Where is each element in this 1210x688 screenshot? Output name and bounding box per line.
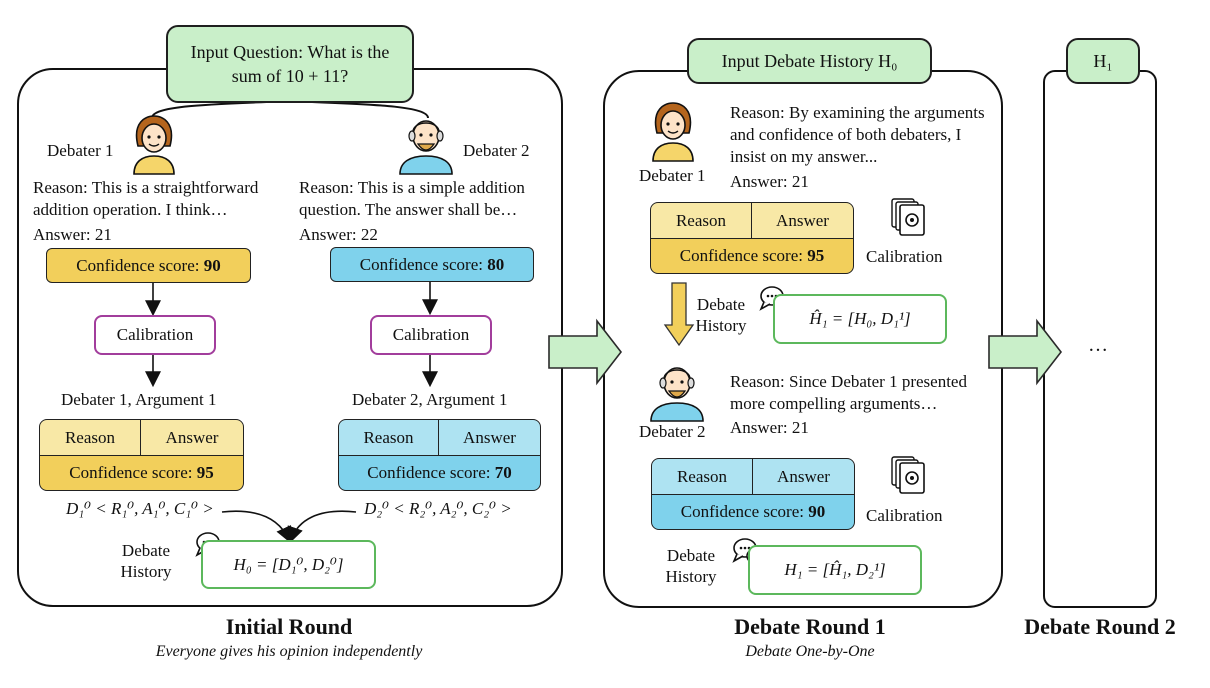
round1-title: Debate Round 1 (734, 614, 886, 639)
question-brace (151, 99, 429, 119)
initial-round-title: Initial Round (225, 614, 353, 639)
r1-calibration-label-2: Calibration (866, 506, 943, 525)
d1-calibrated-confidence: Confidence score: 95 (39, 455, 244, 491)
d1-answer-cell: Answer (140, 419, 244, 456)
debater2-avatar-round1 (650, 367, 704, 422)
debater1-answer: Answer: 21 (33, 225, 112, 244)
debater1-avatar-round1 (652, 102, 694, 162)
debater2-answer: Answer: 22 (299, 225, 378, 244)
block-arrow-2 (988, 318, 1063, 386)
d2-calibrated-confidence: Confidence score: 70 (338, 455, 541, 491)
round1-subtitle: Debate One-by-One (745, 643, 875, 660)
r1-debater2-label: Debater 2 (639, 422, 706, 441)
debater2-confidence-box: Confidence score: 80 (330, 247, 534, 282)
d2-reason-cell: Reason (338, 419, 439, 456)
r1-d1-answer-cell: Answer (751, 202, 854, 239)
confidence-label: Confidence score: (367, 463, 491, 482)
confidence-value: 95 (807, 246, 825, 265)
calibration-doc-icon-1 (891, 198, 925, 236)
r1-debater2-reason: Reason: Since Debater 1 presented more c… (730, 372, 967, 413)
confidence-label: Confidence score: (69, 463, 193, 482)
confidence-value: 70 (494, 463, 512, 482)
r1-d2-confidence: Confidence score: 90 (651, 494, 855, 530)
yellow-down-arrow (663, 282, 695, 347)
arrow-d1-to-history (221, 510, 292, 543)
debater1-reason: Reason: This is a straightforward additi… (33, 178, 259, 219)
debater1-label: Debater 1 (47, 141, 114, 160)
debater1-confidence-box: Confidence score: 90 (46, 248, 251, 283)
d1-formula: D₁⁰ < R₁⁰, A₁⁰, C₁⁰ > (66, 499, 214, 518)
r1-d2-answer-cell: Answer (752, 458, 855, 495)
block-arrow-1 (548, 318, 623, 386)
calibration-doc-icon-2 (891, 456, 925, 494)
history-h0-box: H₀ = [D₁⁰, D₂⁰] (201, 540, 376, 589)
r1-d2-reason-cell: Reason (651, 458, 753, 495)
confidence-label: Confidence score: (359, 254, 483, 274)
debater1-argument-label: Debater 1, Argument 1 (61, 390, 217, 409)
arrow-d2-to-history (287, 510, 357, 544)
r1-debater1-answer: Answer: 21 (730, 172, 809, 191)
confidence-value: 90 (203, 255, 221, 275)
confidence-value: 95 (196, 463, 214, 482)
d2-answer-cell: Answer (438, 419, 541, 456)
r1-debater1-reason: Reason: By examining the arguments and c… (730, 103, 985, 166)
r1-d1-reason-cell: Reason (650, 202, 752, 239)
confidence-label: Confidence score: (76, 255, 200, 275)
r1-history-h1-box: H₁ = [Ĥ₁, D₂¹] (748, 545, 922, 595)
r1-debater1-label: Debater 1 (639, 166, 706, 185)
debate-history-label: Debate History (120, 541, 172, 581)
debater2-argument-label: Debater 2, Argument 1 (352, 390, 508, 409)
debater2-avatar-initial (399, 120, 453, 175)
d2-formula: D₂⁰ < R₂⁰, A₂⁰, C₂⁰ > (364, 499, 512, 518)
input-question-tag: Input Question: What is the sum of 10 + … (166, 25, 414, 103)
confidence-label: Confidence score: (680, 502, 804, 521)
debater2-label: Debater 2 (463, 141, 530, 160)
debater1-avatar-initial (133, 115, 175, 175)
confidence-value: 80 (487, 254, 505, 274)
round2-ellipsis: … (1088, 334, 1108, 356)
input-h1-tag: H₁ (1066, 38, 1140, 84)
r1-calibration-label-1: Calibration (866, 247, 943, 266)
confidence-label: Confidence score: (679, 246, 803, 265)
r1-debater2-answer: Answer: 21 (730, 418, 809, 437)
initial-round-subtitle: Everyone gives his opinion independently (155, 643, 423, 660)
r1-history-hat-box: Ĥ₁ = [H₀, D₁¹] (773, 294, 947, 344)
input-debate-history-tag: Input Debate History H₀ (687, 38, 932, 84)
debater2-calibration: Calibration (370, 315, 492, 355)
debater1-calibration: Calibration (94, 315, 216, 355)
debater2-reason: Reason: This is a simple addition questi… (299, 178, 525, 219)
d1-reason-cell: Reason (39, 419, 141, 456)
confidence-value: 90 (808, 502, 826, 521)
r1-d1-confidence: Confidence score: 95 (650, 238, 854, 274)
round2-title: Debate Round 2 (1024, 614, 1176, 639)
r1-debate-history-label-1: Debate History (695, 295, 747, 335)
r1-debate-history-label-2: Debate History (665, 546, 717, 586)
